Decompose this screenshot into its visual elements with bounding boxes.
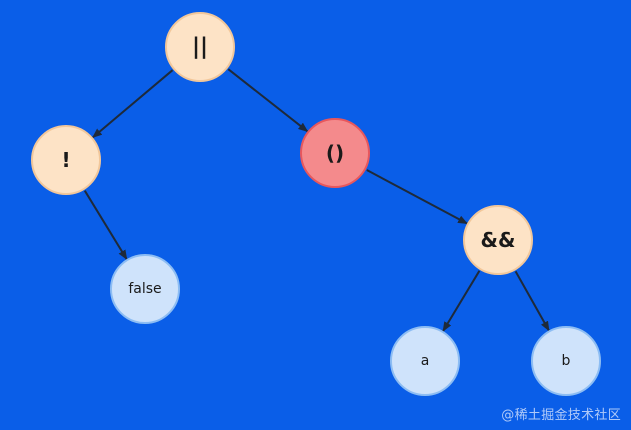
edge-or-to-not <box>92 69 174 139</box>
node-circle-false <box>110 254 180 324</box>
node-circle-and <box>463 205 533 275</box>
node-circle-a <box>390 326 460 396</box>
edge-and-to-b <box>514 270 550 332</box>
node-label-or: || <box>192 35 208 60</box>
tree-node-b: b <box>531 326 601 396</box>
tree-node-paren: () <box>300 118 370 188</box>
tree-node-or: || <box>165 12 235 82</box>
node-circle-b <box>531 326 601 396</box>
edge-not-to-false <box>83 190 128 261</box>
node-circle-paren <box>300 118 370 188</box>
node-label-paren: () <box>326 141 344 165</box>
node-circle-not <box>31 125 101 195</box>
node-label-b: b <box>562 353 571 369</box>
node-label-not: ! <box>61 148 70 172</box>
node-label-false: false <box>128 281 161 297</box>
node-circle-or <box>165 12 235 82</box>
edge-or-to-paren <box>227 68 309 133</box>
tree-node-and: && <box>463 205 533 275</box>
node-label-a: a <box>421 353 430 369</box>
tree-node-a: a <box>390 326 460 396</box>
edges-layer <box>83 68 550 332</box>
tree-node-false: false <box>110 254 180 324</box>
edge-and-to-a <box>442 270 481 332</box>
edge-paren-to-and <box>366 169 468 225</box>
nodes-layer: ||! () false && a b <box>31 12 601 396</box>
watermark: @稀土掘金技术社区 <box>501 408 621 423</box>
tree-node-not: ! <box>31 125 101 195</box>
node-label-and: && <box>481 228 516 252</box>
